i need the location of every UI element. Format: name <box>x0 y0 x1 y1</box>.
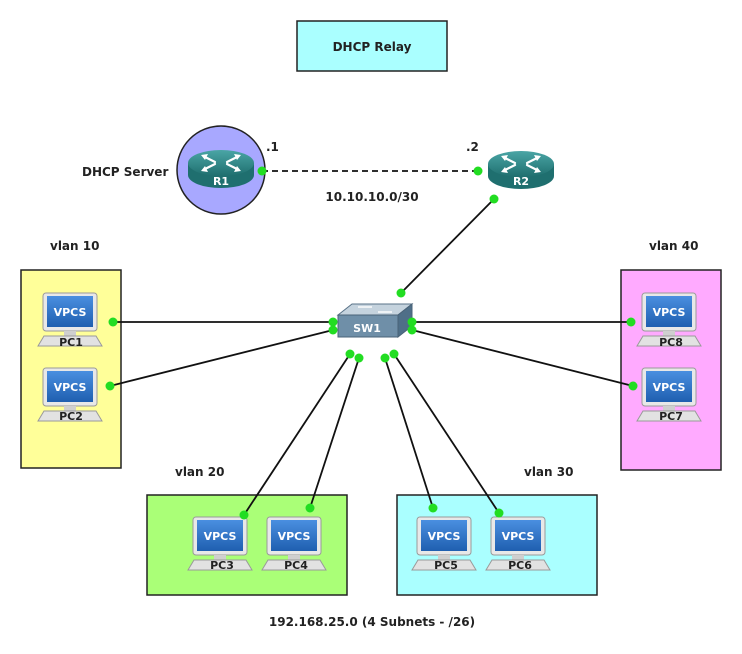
pc7-screen-text: VPCS <box>653 381 686 394</box>
port-dot <box>305 503 315 513</box>
port-dot <box>489 194 499 204</box>
r1-router[interactable]: R1 <box>176 125 266 215</box>
link-pc5-sw1 <box>384 357 434 509</box>
pc4-label: PC4 <box>284 559 308 572</box>
r1-label: R1 <box>213 175 229 188</box>
sw1-label: SW1 <box>353 322 381 335</box>
wan-subnet-label: 10.10.10.0/30 <box>325 190 418 204</box>
port-dot <box>257 166 267 176</box>
vlan30-label: vlan 30 <box>524 465 573 479</box>
port-dot <box>105 381 115 391</box>
pc6[interactable]: VPCS PC6 <box>485 516 551 572</box>
port-dot <box>389 349 399 359</box>
port-dots <box>105 166 638 520</box>
title-box: DHCP Relay <box>296 20 448 72</box>
port-dot <box>428 503 438 513</box>
pc8[interactable]: VPCS PC8 <box>636 292 702 349</box>
vlan10-label: vlan 10 <box>50 239 99 253</box>
pc7-label: PC7 <box>659 410 683 423</box>
r2-address-label: .2 <box>466 140 479 154</box>
port-dot <box>328 317 338 327</box>
r2-label: R2 <box>513 175 529 188</box>
link-pc4-sw1 <box>309 357 360 509</box>
link-pc6-sw1 <box>393 353 500 514</box>
port-dot <box>626 317 636 327</box>
port-dot <box>473 166 483 176</box>
pc3-label: PC3 <box>210 559 234 572</box>
link-pc3-sw1 <box>243 353 351 516</box>
port-dot <box>628 381 638 391</box>
port-dot <box>380 353 390 363</box>
port-dot <box>354 353 364 363</box>
dhcp-server-label: DHCP Server <box>82 165 168 179</box>
pc8-screen-text: VPCS <box>653 306 686 319</box>
pc2-label: PC2 <box>59 410 83 423</box>
pc4-screen-text: VPCS <box>278 530 311 543</box>
sw1-switch[interactable]: SW1 <box>336 302 414 339</box>
diagram-title: DHCP Relay <box>333 40 412 54</box>
vlan40-label: vlan 40 <box>649 239 698 253</box>
pc3[interactable]: VPCS PC3 <box>187 516 253 572</box>
pc5-label: PC5 <box>434 559 458 572</box>
pc2[interactable]: VPCS PC2 <box>37 367 103 423</box>
pc3-screen-text: VPCS <box>204 530 237 543</box>
port-dot <box>407 317 417 327</box>
pc6-screen-text: VPCS <box>502 530 535 543</box>
pc1[interactable]: VPCS PC1 <box>37 292 103 349</box>
link-r2-sw1 <box>400 198 495 294</box>
pc2-screen-text: VPCS <box>54 381 87 394</box>
pc5-screen-text: VPCS <box>428 530 461 543</box>
port-dot <box>396 288 406 298</box>
r2-router[interactable]: R2 <box>486 149 556 191</box>
pc1-screen-text: VPCS <box>54 306 87 319</box>
links <box>109 170 634 516</box>
link-pc7-sw1 <box>411 329 634 387</box>
pc5[interactable]: VPCS PC5 <box>411 516 477 572</box>
port-dot <box>494 508 504 518</box>
port-dot <box>328 325 338 335</box>
lan-subnet-note: 192.168.25.0 (4 Subnets - /26) <box>269 615 475 629</box>
pc6-label: PC6 <box>508 559 532 572</box>
link-pc2-sw1 <box>109 329 334 387</box>
pc4[interactable]: VPCS PC4 <box>261 516 327 572</box>
port-dot <box>345 349 355 359</box>
pc7[interactable]: VPCS PC7 <box>636 367 702 423</box>
pc8-label: PC8 <box>659 336 683 349</box>
vlan20-label: vlan 20 <box>175 465 224 479</box>
port-dot <box>239 510 249 520</box>
pc1-label: PC1 <box>59 336 83 349</box>
port-dot <box>407 325 417 335</box>
r1-address-label: .1 <box>266 140 279 154</box>
port-dot <box>108 317 118 327</box>
